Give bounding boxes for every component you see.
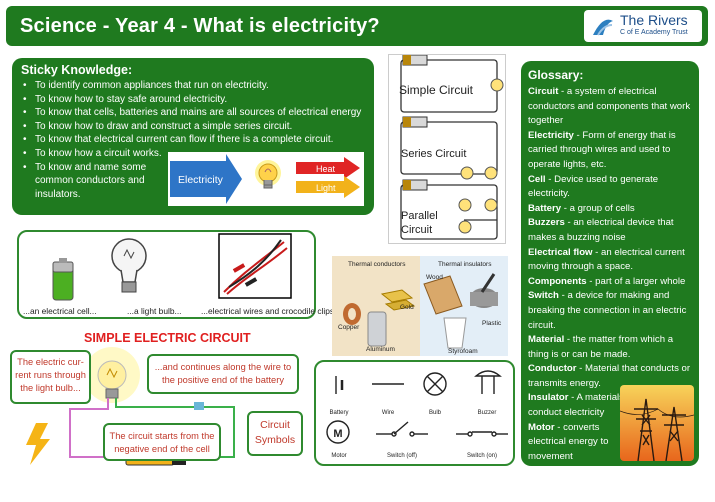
parallel-circuit-label-1: Parallel (401, 210, 438, 222)
parallel-circuit-label-2: Circuit (401, 224, 433, 236)
thermal-materials-image: Thermal conductors Thermal insulators Go… (332, 256, 508, 356)
pylons-image (620, 385, 694, 461)
bulb-icon (255, 160, 281, 189)
bulb-symbol-icon (423, 372, 447, 396)
wood-label: Wood (426, 274, 443, 281)
header-banner: Science - Year 4 - What is electricity? … (6, 6, 708, 46)
callout-wire: ...and continues along the wire to the p… (147, 354, 299, 394)
lightning-icon (26, 423, 50, 465)
copper-label: Copper (338, 324, 360, 331)
styrofoam-label: Styrofoam (448, 348, 478, 355)
battery-cell-icon (52, 258, 74, 301)
motor-symbol-label: Motor (331, 453, 347, 459)
glossary-entry: Motor - converts electrical energy to mo… (528, 421, 609, 462)
glossary-entry: Buzzers - an electrical device that make… (528, 217, 674, 243)
aluminum-can-icon (367, 311, 387, 347)
simple-circuit-label: Simple Circuit (399, 83, 474, 97)
glossary-entry: Electricity - Form of energy that is car… (528, 129, 676, 170)
glossary-entry: Circuit - a system of electrical conduct… (528, 86, 691, 127)
glossary-entry: Cell - Device used to generate electrici… (528, 173, 659, 200)
cell-caption: ...an electrical cell... (23, 306, 97, 316)
energy-transfer-diagram: Electricity Heat Light (168, 152, 364, 206)
logo-icon (593, 19, 613, 36)
wire-symbol-label: Wire (381, 410, 395, 416)
bulb-icon (458, 78, 504, 234)
switch-on-symbol-label: Switch (on) (466, 453, 497, 459)
plastic-label: Plastic (482, 320, 502, 327)
circuit-symbols-panel: M Battery Wire Bulb Buzzer Motor Switch … (314, 360, 515, 466)
callout-bulb: The electric cur-rent runs through the l… (10, 350, 91, 404)
gold-label: Gold (400, 304, 414, 311)
switch-off-symbol-label: Switch (off) (387, 453, 417, 459)
buzzer-symbol-icon (474, 370, 502, 394)
battery-icon (402, 55, 428, 191)
sticky-knowledge-list: To identify common appliances that run o… (21, 79, 361, 201)
wood-block-icon (423, 275, 463, 315)
wires-and-clips-icon (218, 233, 292, 299)
glossary-entry: Electrical flow - an electrical current … (528, 246, 685, 273)
appliances-svg (52, 233, 292, 301)
gold-bars-icon (380, 289, 416, 311)
series-circuit-label: Series Circuit (401, 148, 467, 160)
motor-letter: M (333, 428, 342, 440)
logo-name: The Rivers (620, 12, 688, 28)
switch-off-symbol-icon (376, 421, 428, 437)
circuit-types-svg (400, 55, 504, 240)
heat-label: Heat (316, 164, 336, 174)
copper-coil-icon (343, 303, 361, 325)
list-item: To know that electrical current can flow… (21, 133, 361, 147)
list-item: To know how a circuit works. (21, 147, 361, 161)
glossary-entry: Switch - a device for making and breakin… (528, 290, 687, 331)
list-item: To know how to stay safe around electric… (21, 93, 361, 107)
glossary-entry: Material - the matter from which a thing… (528, 334, 674, 360)
wires-caption: ...electrical wires and crocodile clips. (201, 306, 337, 316)
battery-symbol-icon (335, 376, 344, 394)
glossary-entry: Battery - a group of cells (528, 202, 635, 214)
school-logo: The Rivers C of E Academy Trust (584, 10, 702, 42)
page-title: Science - Year 4 - What is electricity? (20, 15, 380, 37)
sticky-knowledge-title: Sticky Knowledge: (21, 63, 133, 77)
bulb-caption: ...a light bulb... (127, 306, 182, 316)
light-bulb-icon (111, 238, 147, 293)
motor-symbol-icon (326, 420, 350, 444)
circuit-types-panel: Simple Circuit Series Circuit Parallel C… (388, 54, 506, 244)
bulb-symbol-label: Bulb (428, 410, 441, 416)
simple-circuit-title: SIMPLE ELECTRIC CIRCUIT (84, 331, 251, 345)
switch-icon (194, 402, 204, 410)
circuit-symbols-callout: Circuit Symbols (247, 411, 303, 456)
electricity-label: Electricity (178, 174, 224, 186)
list-item: To know and name some common conductors … (21, 161, 161, 202)
list-item: To identify common appliances that run o… (21, 79, 361, 93)
callout-start: The circuit starts from the negative end… (103, 423, 221, 461)
buzzer-symbol-label: Buzzer (477, 410, 497, 416)
appliances-panel: ...an electrical cell... ...a light bulb… (17, 230, 336, 319)
glossary-entry: Conductor - Material that conducts or tr… (528, 363, 691, 389)
glossary-entry: Components - part of a larger whole (528, 275, 686, 287)
glowing-bulb-icon (84, 347, 140, 403)
pot-icon (470, 273, 498, 308)
thermal-conductors-label: Thermal conductors (348, 261, 406, 268)
glossary-title: Glossary: (528, 68, 584, 82)
switch-on-symbol-icon (456, 431, 508, 437)
battery-symbol-label: Battery (329, 410, 349, 416)
energy-diagram-svg: Electricity Heat Light (170, 154, 360, 204)
list-item: To know that cells, batteries and mains … (21, 106, 361, 120)
logo-subtitle: C of E Academy Trust (620, 29, 688, 36)
list-item: To know how to draw and construct a simp… (21, 120, 361, 134)
thermal-insulators-label: Thermal insulators (438, 261, 492, 268)
styrofoam-cup-icon (443, 317, 467, 349)
aluminum-label: Aluminum (366, 346, 395, 353)
light-label: Light (316, 183, 336, 193)
